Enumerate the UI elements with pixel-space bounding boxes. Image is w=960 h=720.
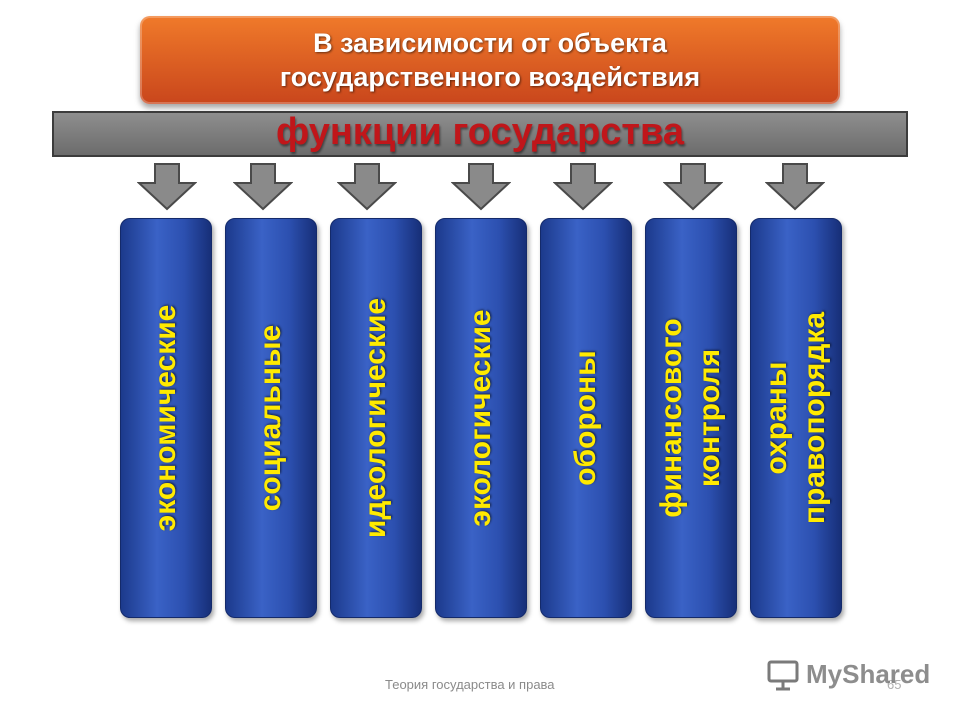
- card-label: идеологические: [359, 297, 392, 539]
- card-label: охраны правопорядка: [760, 311, 831, 525]
- down-arrow-icon: [451, 163, 511, 211]
- header-line-1: В зависимости от объекта: [313, 28, 667, 58]
- down-arrow-icon: [233, 163, 293, 211]
- down-arrow-icon: [553, 163, 613, 211]
- down-arrow-icon: [765, 163, 825, 211]
- down-arrow-icon: [337, 163, 397, 211]
- function-card-ecological: экологические: [435, 218, 527, 618]
- watermark-text: MyShared: [806, 658, 931, 689]
- title-band: функции государства: [52, 111, 908, 157]
- card-label: обороны: [569, 350, 602, 486]
- card-label: экономические: [149, 304, 182, 532]
- card-label: финансового контроля: [655, 318, 726, 518]
- function-card-economic: экономические: [120, 218, 212, 618]
- function-card-ideological: идеологические: [330, 218, 422, 618]
- function-card-law-order: охраны правопорядка: [750, 218, 842, 618]
- header-box: В зависимости от объекта государственног…: [140, 16, 840, 104]
- function-card-defense: обороны: [540, 218, 632, 618]
- band-title: функции государства: [275, 110, 685, 153]
- watermark: MyShared: [766, 656, 930, 692]
- down-arrow-icon: [137, 163, 197, 211]
- down-arrow-icon: [663, 163, 723, 211]
- card-label: социальные: [254, 324, 287, 512]
- presentation-board-icon: [767, 660, 799, 691]
- card-label: экологические: [464, 309, 497, 527]
- function-card-social: социальные: [225, 218, 317, 618]
- function-card-financial-control: финансового контроля: [645, 218, 737, 618]
- header-line-2: государственного воздействия: [279, 62, 701, 92]
- page-number: 65: [887, 677, 902, 692]
- footer-text: Теория государства и права: [385, 677, 555, 692]
